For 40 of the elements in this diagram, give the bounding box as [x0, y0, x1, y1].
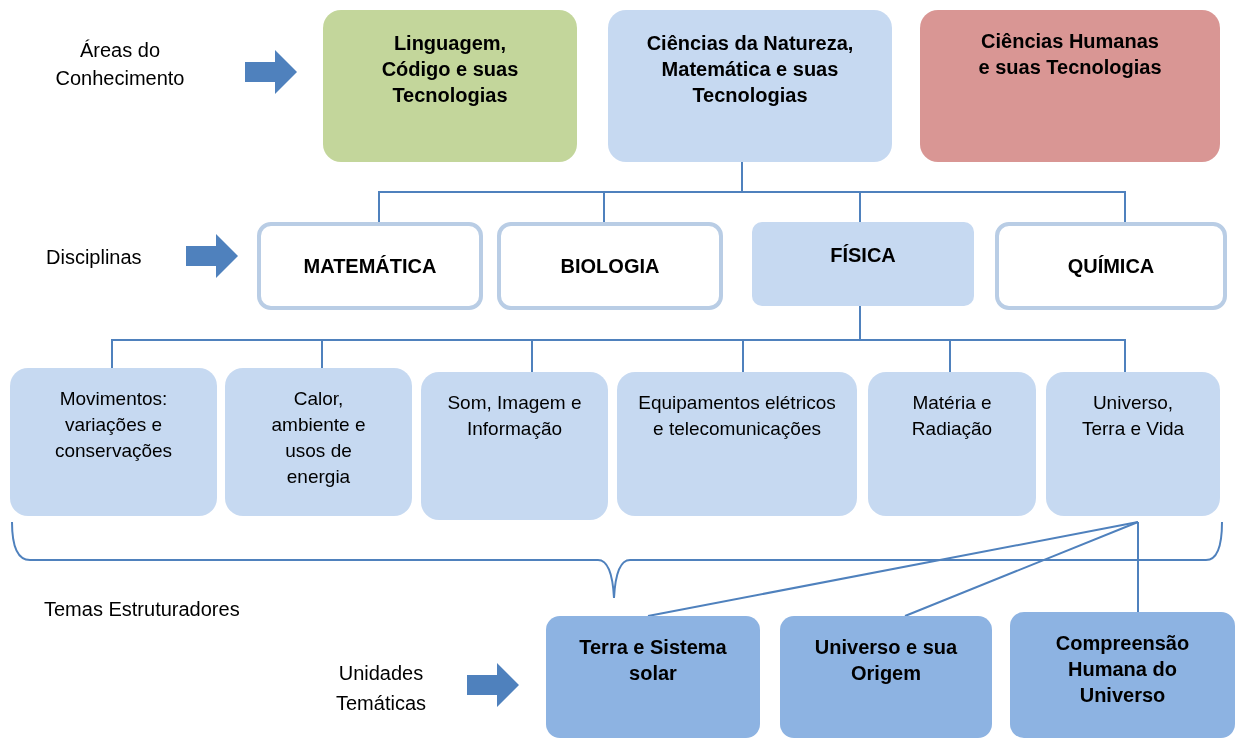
box-text: Som, Imagem e Informação: [446, 391, 583, 441]
row-label: Áreas do Conhecimento: [54, 38, 186, 91]
topic-box: [546, 616, 760, 738]
box-text: FÍSICA: [830, 243, 896, 268]
topic-box: [1046, 372, 1220, 516]
box-text: Linguagem, Código e suas Tecnologias: [380, 31, 520, 108]
topic-box: [257, 222, 483, 310]
connector-line: [647, 521, 1139, 617]
row-label: Unidades Temáticas: [335, 661, 427, 716]
topic-box: [617, 372, 857, 516]
box-text: Movimentos: variações e conservações: [53, 387, 174, 463]
row-label: Disciplinas: [46, 245, 143, 270]
connector-line: [904, 521, 1139, 617]
box-text: Ciências da Natureza, Matemática e suas Tecnologias: [645, 31, 855, 108]
topic-box: [752, 222, 974, 306]
topic-box: [995, 222, 1227, 310]
topic-box: [868, 372, 1036, 516]
box-text: Calor, ambiente e usos de energia: [270, 387, 367, 489]
box-text: QUÍMICA: [1067, 254, 1155, 279]
box-text: Compreensão Humana do Universo: [1054, 631, 1191, 708]
topic-box: [497, 222, 723, 310]
box-text: BIOLOGIA: [560, 254, 660, 279]
topic-box: [608, 10, 892, 162]
box-text: MATEMÁTICA: [303, 254, 437, 279]
box-text: Universo, Terra e Vida: [1080, 391, 1186, 441]
topic-box: [920, 10, 1220, 162]
topic-box: [10, 368, 217, 516]
row-label: Temas Estruturadores: [44, 597, 241, 622]
topic-box: [323, 10, 577, 162]
topic-box: [225, 368, 412, 516]
box-text: Ciências Humanas e suas Tecnologias: [977, 29, 1163, 80]
topic-box: [1010, 612, 1235, 738]
connector-line: [1137, 521, 1139, 613]
box-text: Matéria e Radiação: [910, 391, 994, 441]
connector-line: [859, 305, 1126, 373]
box-text: Equipamentos elétricos e telecomunicações: [637, 391, 837, 441]
topic-box: [780, 616, 992, 738]
box-text: Terra e Sistema solar: [578, 635, 728, 686]
box-text: Universo e sua Origem: [813, 635, 959, 686]
topic-box: [421, 372, 608, 520]
